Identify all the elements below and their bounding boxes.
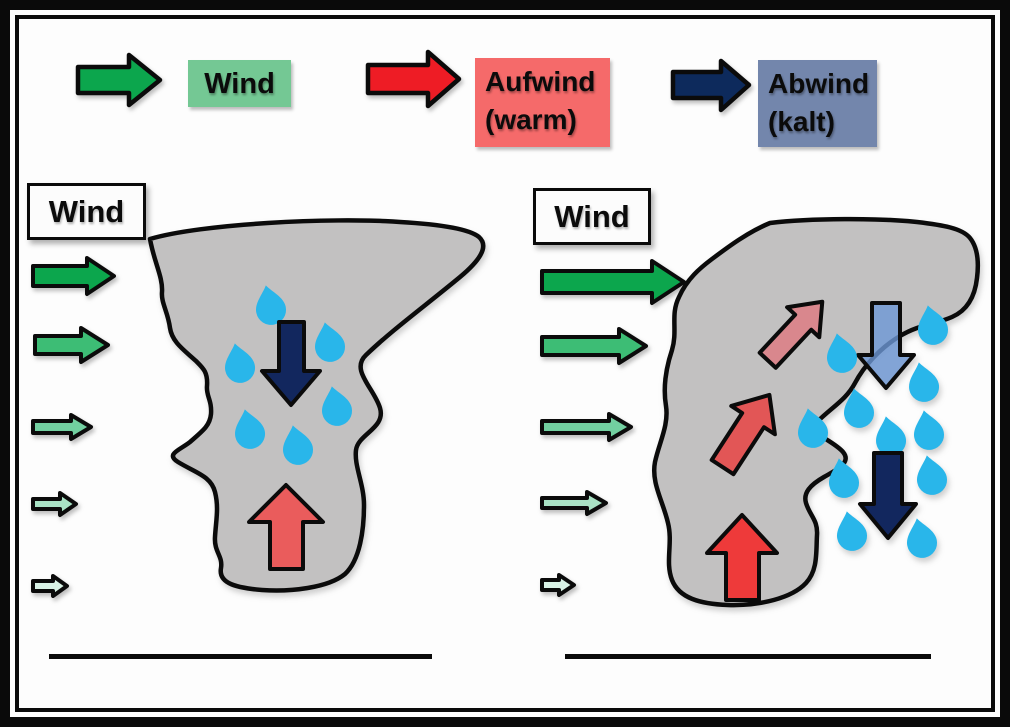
updraft-mid-arrow bbox=[709, 392, 777, 477]
downdraft-cold-entry-arrow-icon bbox=[856, 301, 916, 390]
wind-arrow-4-icon bbox=[540, 490, 608, 516]
wind-arrow-5-icon bbox=[31, 574, 69, 598]
updraft-warm-arrow-icon bbox=[757, 299, 825, 370]
wind-arrow-2-icon bbox=[540, 327, 648, 365]
wind-arrow-3-icon bbox=[540, 412, 633, 442]
updraft-warm-arrow-icon bbox=[247, 483, 325, 571]
legend-updraft-arrow-icon bbox=[365, 49, 462, 109]
wind-arrow-4-icon bbox=[31, 491, 78, 517]
right-wind-profile bbox=[540, 259, 686, 597]
answer-line-left bbox=[49, 654, 432, 659]
updraft-top-arrow bbox=[757, 299, 825, 370]
raindrop-icon bbox=[902, 515, 940, 561]
answer-line-right bbox=[565, 654, 931, 659]
left-wind-profile bbox=[31, 256, 116, 598]
legend-label-abwind-line1: Abwind bbox=[768, 68, 870, 99]
updraft-warm-arrow-icon bbox=[705, 513, 779, 602]
left-wind-box: Wind bbox=[27, 183, 146, 240]
wind-arrow-3-icon bbox=[31, 413, 93, 441]
wind-arrow-5-icon bbox=[540, 573, 576, 597]
right-wind-box-label: Wind bbox=[554, 198, 630, 234]
wind-arrow-1-icon bbox=[31, 256, 116, 296]
legend-label-wind-text: Wind bbox=[204, 67, 275, 100]
right-wind-box: Wind bbox=[533, 188, 651, 245]
raindrop-icon bbox=[904, 359, 942, 405]
legend-label-aufwind-line1: Aufwind bbox=[485, 66, 596, 97]
legend-wind-arrow-icon bbox=[75, 52, 163, 108]
downdraft-cold-arrow-icon bbox=[858, 451, 918, 540]
legend-label-aufwind: Aufwind (warm) bbox=[475, 58, 610, 147]
legend-label-abwind: Abwind (kalt) bbox=[758, 60, 877, 147]
legend-label-abwind-line2: (kalt) bbox=[768, 106, 835, 137]
left-wind-box-label: Wind bbox=[48, 193, 125, 229]
updraft-warm-arrow-icon bbox=[709, 392, 777, 477]
legend-label-aufwind-line2: (warm) bbox=[485, 104, 577, 135]
wind-arrow-1-icon bbox=[540, 259, 686, 305]
wind-arrow-2-icon bbox=[33, 326, 110, 364]
cloud-shape bbox=[147, 218, 486, 593]
legend-label-wind: Wind bbox=[188, 60, 291, 107]
legend-downdraft-arrow-icon bbox=[670, 58, 752, 113]
right-cloud-group bbox=[651, 216, 981, 608]
raindrop-icon bbox=[909, 407, 947, 453]
downdraft-cold-arrow-icon bbox=[260, 320, 322, 407]
raindrop-icon bbox=[832, 508, 870, 554]
left-cloud-group bbox=[147, 218, 486, 593]
raindrop-icon bbox=[912, 452, 950, 498]
legend-arrows bbox=[75, 49, 752, 113]
